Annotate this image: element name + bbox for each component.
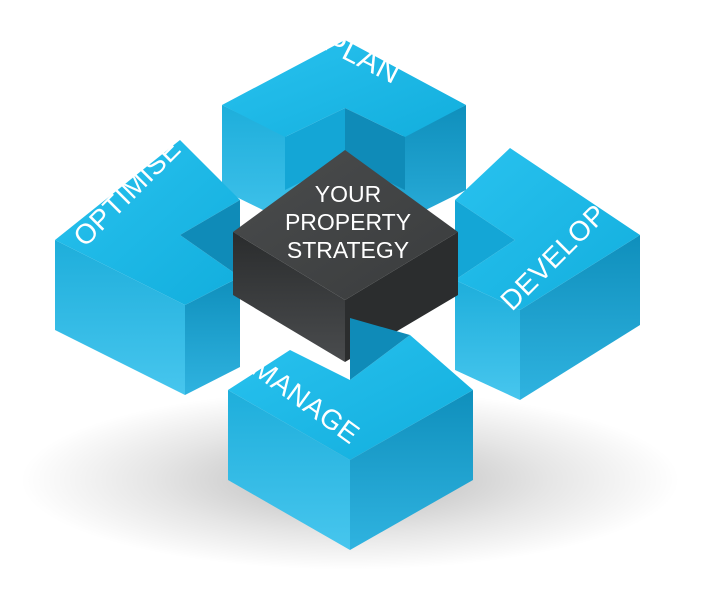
center-label-line-3: STRATEGY [287, 237, 409, 263]
center-block-left-face [233, 232, 345, 362]
develop-block[interactable]: DEVELOP [455, 148, 640, 400]
optimise-block-top-face [55, 140, 240, 305]
develop-notch-wall [455, 200, 515, 280]
develop-block-top-face [455, 148, 640, 310]
center-label-line-1: YOUR [315, 181, 381, 207]
optimise-block-right-face [185, 277, 240, 395]
optimise-block[interactable]: OPTIMISE [55, 133, 240, 395]
manage-block-right-face [350, 390, 473, 550]
optimise-notch-wall [180, 200, 240, 277]
optimise-block-left-face [55, 240, 185, 395]
develop-block-left-face [455, 280, 520, 400]
manage-block-top-face [228, 335, 473, 460]
manage-block[interactable]: MANAGE [228, 318, 473, 550]
center-block-top-face [233, 150, 458, 300]
plan-block-top-face [222, 40, 466, 137]
plan-notch-wall-right [345, 108, 405, 190]
plan-notch-wall-left [285, 108, 345, 190]
manage-block-left-face [228, 390, 350, 550]
center-label-line-2: PROPERTY [285, 209, 411, 235]
develop-block-right-face [520, 235, 640, 400]
manage-notch-wall [350, 318, 410, 380]
